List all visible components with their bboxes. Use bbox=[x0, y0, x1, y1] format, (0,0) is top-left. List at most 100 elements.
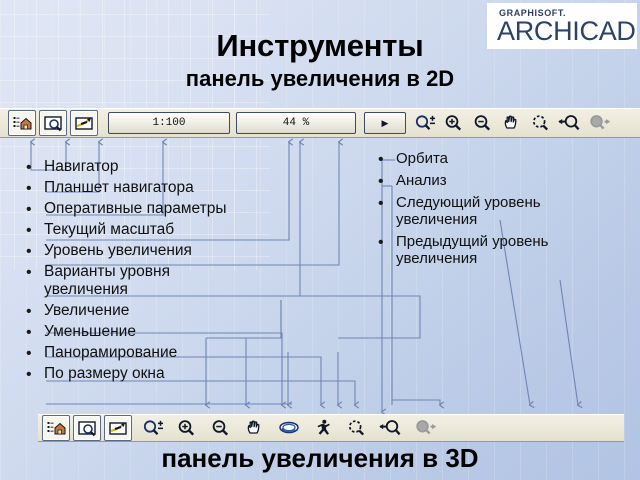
list-item-label: По размеру окна bbox=[44, 364, 165, 382]
fit-in-window-icon bbox=[348, 420, 365, 436]
list-item-label: Варианты уровня увеличения bbox=[44, 263, 170, 298]
next-zoom-button[interactable] bbox=[586, 111, 612, 135]
quick-options-icon bbox=[108, 421, 127, 435]
fit-in-window-icon bbox=[532, 115, 549, 131]
archicad-logo: GRAPHISOFT. ARCHICAD bbox=[487, 3, 637, 49]
navigator-preview-button[interactable] bbox=[39, 110, 67, 136]
previous-zoom-icon bbox=[379, 420, 401, 436]
navigator-preview-button-3d[interactable] bbox=[73, 415, 101, 441]
list-item: • Панорамирование bbox=[26, 344, 288, 362]
list-item: • Текущий масштаб bbox=[26, 221, 288, 239]
quick-options-button[interactable] bbox=[70, 110, 98, 136]
bullet-icon: • bbox=[26, 243, 32, 260]
zoom-out-icon bbox=[474, 115, 491, 131]
logo-archicad-text: ARCHICAD bbox=[497, 16, 636, 46]
pan-button[interactable] bbox=[499, 111, 525, 135]
toolbar-3d-zoom-panel bbox=[38, 414, 624, 442]
zoom-options-button-3d[interactable] bbox=[140, 416, 166, 440]
navigator-preview-icon bbox=[43, 115, 62, 131]
zoom-in-icon bbox=[445, 115, 462, 131]
list-item: • Предыдущий уровень увеличения bbox=[378, 233, 620, 268]
orbit-icon bbox=[279, 421, 299, 434]
list-item: • Уровень увеличения bbox=[26, 242, 288, 260]
list-item: • Уменьшение bbox=[26, 323, 288, 341]
list-item: • Навигатор bbox=[26, 158, 288, 176]
list-item-label: Предыдущий уровень увеличения bbox=[396, 232, 549, 268]
logo-graphisoft-text: GRAPHISOFT. bbox=[499, 8, 567, 18]
previous-zoom-icon bbox=[558, 115, 580, 131]
next-zoom-button-3d[interactable] bbox=[412, 416, 438, 440]
list-item: • Планшет навигатора bbox=[26, 179, 288, 197]
list-item: • Орбита bbox=[378, 150, 620, 168]
bullet-icon: • bbox=[378, 173, 384, 190]
list-item-label: Панорамирование bbox=[44, 343, 178, 361]
bullet-icon: • bbox=[26, 180, 32, 197]
pan-button-3d[interactable] bbox=[242, 416, 268, 440]
explore-button[interactable] bbox=[310, 416, 336, 440]
page-title: Инструменты bbox=[216, 28, 424, 63]
list-item-label: Орбита bbox=[396, 150, 449, 167]
orbit-button[interactable] bbox=[276, 416, 302, 440]
navigator-button-3d[interactable] bbox=[42, 415, 70, 441]
bullet-icon: • bbox=[26, 201, 32, 218]
navigator-icon bbox=[47, 421, 65, 434]
zoom-plusminus-icon bbox=[415, 115, 435, 131]
pan-hand-icon bbox=[247, 420, 260, 434]
list-item: • По размеру окна bbox=[26, 365, 288, 383]
zoom-level-field[interactable]: 44 % bbox=[236, 112, 356, 134]
list-item-label: Уменьшение bbox=[44, 322, 136, 340]
zoom-in-icon bbox=[178, 420, 195, 436]
previous-zoom-button[interactable] bbox=[557, 111, 583, 135]
zoom-plusminus-icon bbox=[143, 420, 163, 436]
bullet-icon: • bbox=[378, 195, 384, 212]
next-zoom-icon bbox=[416, 420, 436, 435]
previous-zoom-button-3d[interactable] bbox=[378, 416, 404, 440]
list-item: • Увеличение bbox=[26, 302, 288, 320]
bullet-icon: • bbox=[378, 151, 384, 168]
zoom-in-button-3d[interactable] bbox=[174, 416, 200, 440]
bullet-icon: • bbox=[26, 302, 32, 320]
navigator-button[interactable] bbox=[8, 110, 36, 136]
next-zoom-icon bbox=[590, 115, 610, 130]
fit-in-window-button-3d[interactable] bbox=[344, 416, 370, 440]
navigator-preview-icon bbox=[77, 420, 96, 436]
list-item: • Анализ bbox=[378, 172, 620, 190]
list-item-label: Анализ bbox=[396, 172, 447, 189]
toolbar-2d-zoom-panel: 1:100 44 % ▶ bbox=[0, 108, 640, 138]
feature-list-2d: • Навигатор • Планшет навигатора • Опера… bbox=[26, 158, 288, 386]
quick-options-button-3d[interactable] bbox=[104, 415, 132, 441]
list-item-label: Следующий уровень увеличения bbox=[396, 194, 541, 229]
list-item-label: Навигатор bbox=[44, 158, 119, 175]
bullet-icon: • bbox=[26, 344, 32, 362]
zoom-out-button-3d[interactable] bbox=[208, 416, 234, 440]
list-item: • Варианты уровня увеличения bbox=[26, 263, 288, 299]
bullet-icon: • bbox=[26, 159, 32, 176]
list-item: • Оперативные параметры bbox=[26, 200, 288, 218]
navigator-icon bbox=[13, 116, 31, 129]
zoom-in-button[interactable] bbox=[441, 111, 467, 135]
feature-list-3d: • Орбита • Анализ • Следующий уровень ув… bbox=[378, 150, 620, 272]
bullet-icon: • bbox=[378, 233, 384, 251]
pan-hand-icon bbox=[504, 115, 517, 129]
bullet-icon: • bbox=[26, 323, 32, 341]
list-item-label: Уровень увеличения bbox=[44, 242, 192, 259]
list-item-label: Увеличение bbox=[44, 301, 130, 319]
zoom-out-icon bbox=[212, 420, 229, 436]
current-scale-field[interactable]: 1:100 bbox=[108, 112, 230, 134]
chevron-right-icon: ▶ bbox=[381, 117, 389, 128]
list-item-label: Планшет навигатора bbox=[44, 179, 194, 196]
list-item-label: Оперативные параметры bbox=[44, 200, 227, 217]
zoom-out-button[interactable] bbox=[470, 111, 496, 135]
zoom-options-button[interactable] bbox=[412, 111, 438, 135]
list-item: • Следующий уровень увеличения bbox=[378, 194, 620, 229]
explore-walk-icon bbox=[317, 419, 330, 435]
bullet-icon: • bbox=[26, 264, 32, 281]
page-bottom-title: панель увеличения в 3D bbox=[161, 443, 479, 473]
bullet-icon: • bbox=[26, 365, 32, 383]
list-item-label: Текущий масштаб bbox=[44, 221, 175, 238]
fit-in-window-button[interactable] bbox=[528, 111, 554, 135]
quick-options-icon bbox=[74, 116, 93, 130]
bullet-icon: • bbox=[26, 222, 32, 239]
zoom-options-dropdown-button[interactable]: ▶ bbox=[364, 112, 406, 134]
